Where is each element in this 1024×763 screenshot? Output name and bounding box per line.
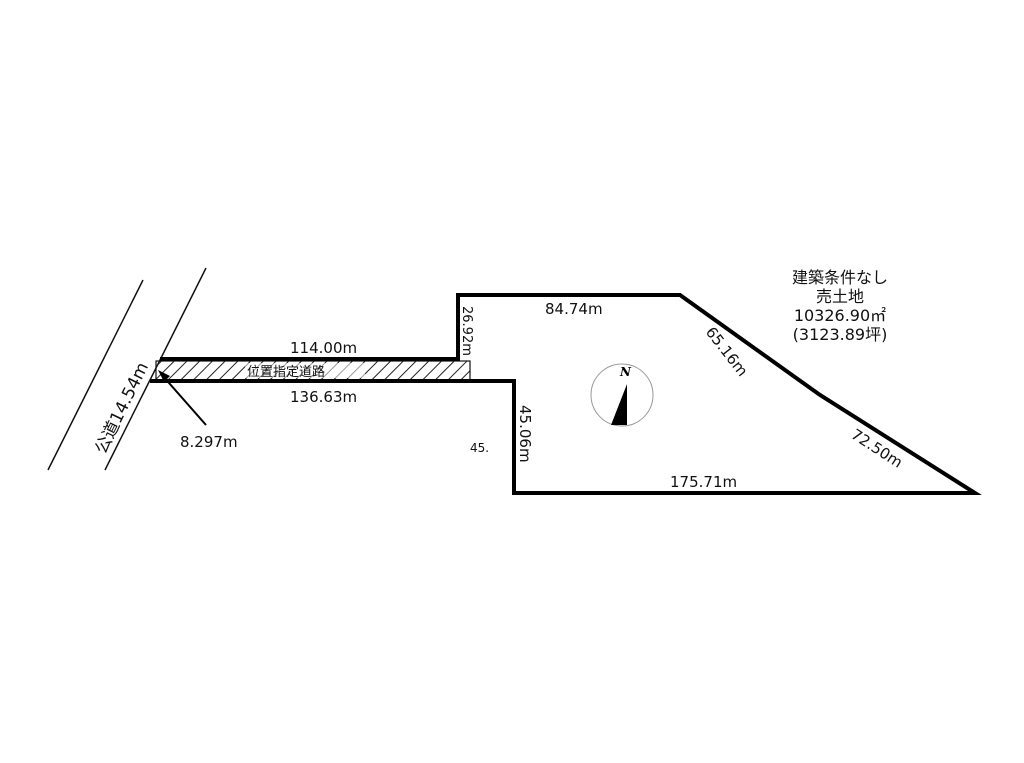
road-width-pointer bbox=[161, 374, 207, 426]
plot-boundary bbox=[150, 293, 982, 495]
plot-subtitle: 売土地 bbox=[815, 287, 864, 306]
left-vertical-length: 45.06m bbox=[516, 405, 534, 463]
plot-title: 建築条件なし bbox=[791, 268, 888, 287]
diagonal-upper-length: 65.16m bbox=[702, 323, 752, 379]
road-width-label: 8.297m bbox=[180, 433, 238, 451]
plot-area-tsubo: (3123.89坪) bbox=[792, 325, 888, 344]
strip-top-length: 114.00m bbox=[290, 339, 357, 357]
bottom-edge-length: 175.71m bbox=[670, 473, 737, 491]
plot-info: 建築条件なし 売土地 10326.90㎡ (3123.89坪) bbox=[760, 268, 920, 344]
step-vertical-length: 26.92m bbox=[459, 306, 474, 356]
left-vertical-fragment: 45. bbox=[470, 441, 489, 455]
designated-road-label: 位置指定道路 bbox=[247, 364, 325, 380]
public-road-label: 公道14.54m bbox=[92, 359, 153, 457]
compass-north-label: N bbox=[619, 365, 632, 379]
strip-bottom-length: 136.63m bbox=[290, 388, 357, 406]
top-edge-length: 84.74m bbox=[545, 300, 603, 318]
plot-area-sqm: 10326.90㎡ bbox=[793, 306, 887, 325]
public-road-edge-left bbox=[47, 279, 144, 471]
north-compass-icon: N bbox=[590, 363, 654, 427]
arrowhead-icon bbox=[158, 370, 170, 382]
